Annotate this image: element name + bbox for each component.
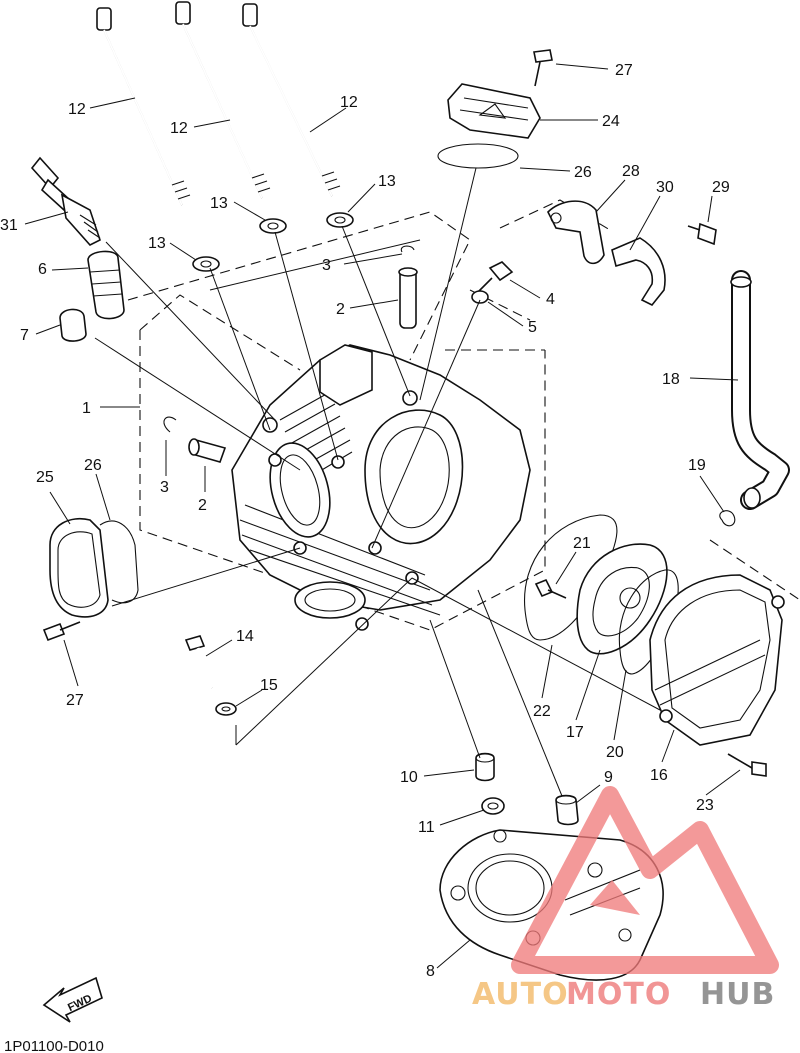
callout-31: 31 <box>0 217 18 234</box>
watermark-moto: MOTO <box>566 977 671 1012</box>
callout-26-left: 26 <box>84 457 102 474</box>
cap-7 <box>59 308 87 342</box>
callout-17: 17 <box>566 724 584 741</box>
bolt-21 <box>534 578 567 599</box>
callout-14: 14 <box>236 628 254 645</box>
cylinder-head <box>231 344 531 631</box>
screw-27-top <box>533 49 553 87</box>
screw-27-left <box>42 621 81 642</box>
callout-9: 9 <box>604 769 613 786</box>
automotohub-watermark: AUTO MOTO HUB <box>472 786 779 1012</box>
washers-13 <box>192 212 354 272</box>
watermark-auto: AUTO <box>472 977 569 1012</box>
callout-25: 25 <box>36 469 54 486</box>
callout-labels: 27 24 26 12 12 12 28 30 29 13 13 13 31 3… <box>0 62 730 980</box>
callout-22: 22 <box>533 703 551 720</box>
callout-29: 29 <box>712 179 730 196</box>
callout-6: 6 <box>38 261 47 278</box>
cover-25 <box>49 518 109 618</box>
dowel-9 <box>555 794 579 826</box>
washer-11 <box>481 797 505 815</box>
washer-5 <box>471 290 489 304</box>
callout-27-top: 27 <box>615 62 633 79</box>
valve-guide-2-left <box>188 438 227 463</box>
gasket-26-top <box>437 143 519 169</box>
callout-2-top: 2 <box>336 301 345 318</box>
callout-28: 28 <box>622 163 640 180</box>
bolt-23 <box>727 753 767 777</box>
callout-27-left: 27 <box>66 692 84 709</box>
callout-12-left: 12 <box>68 101 86 118</box>
callout-2-left: 2 <box>198 497 207 514</box>
callout-13-middle: 13 <box>210 195 228 212</box>
bolt-29 <box>687 222 717 246</box>
callout-20: 20 <box>606 744 624 761</box>
stud-12-right <box>242 3 341 197</box>
bracket-28 <box>547 200 605 265</box>
callout-23: 23 <box>696 797 714 814</box>
dowel-10 <box>475 752 495 782</box>
side-cover-16 <box>649 574 785 746</box>
diagram-reference-code: 1P01100-D010 <box>4 1038 104 1053</box>
callout-15: 15 <box>260 677 278 694</box>
callout-16: 16 <box>650 767 668 784</box>
callout-24: 24 <box>602 113 620 130</box>
clip-3-top <box>400 245 415 253</box>
fwd-arrow-icon: FWD <box>42 976 103 1023</box>
callout-8: 8 <box>426 963 435 980</box>
guide-6 <box>87 250 125 320</box>
callout-7: 7 <box>20 327 29 344</box>
gasket-17 <box>576 543 668 655</box>
callout-1: 1 <box>82 400 91 417</box>
stud-12-middle <box>175 1 271 199</box>
clip-3-left <box>163 416 177 433</box>
callout-12-middle: 12 <box>170 120 188 137</box>
callout-3-left: 3 <box>160 479 169 496</box>
bracket-30 <box>611 237 666 307</box>
callout-3-top: 3 <box>322 257 331 274</box>
stud-12-left <box>96 7 191 206</box>
callout-4: 4 <box>546 291 555 308</box>
washer-15 <box>215 702 237 716</box>
watermark-hub: HUB <box>700 977 775 1012</box>
hose-clip-19 <box>719 510 736 527</box>
tappet-cover-24 <box>447 83 541 139</box>
spark-plug <box>30 156 101 246</box>
callout-5: 5 <box>528 319 537 336</box>
callout-30: 30 <box>656 179 674 196</box>
callout-26-top: 26 <box>574 164 592 181</box>
callout-11: 11 <box>418 819 435 836</box>
callout-13-left: 13 <box>148 235 166 252</box>
breather-hose-18 <box>730 270 790 510</box>
callout-18: 18 <box>662 371 680 388</box>
bolt-4 <box>477 261 514 293</box>
cylinder-head-studs <box>96 1 341 206</box>
callout-21: 21 <box>573 535 591 552</box>
callout-12-right: 12 <box>340 94 358 111</box>
callout-13-right: 13 <box>378 173 396 190</box>
callout-10: 10 <box>400 769 418 786</box>
leader-lines <box>24 63 741 969</box>
valve-guide-2-top <box>398 267 418 329</box>
bolt-14 <box>184 635 214 689</box>
callout-19: 19 <box>688 457 706 474</box>
